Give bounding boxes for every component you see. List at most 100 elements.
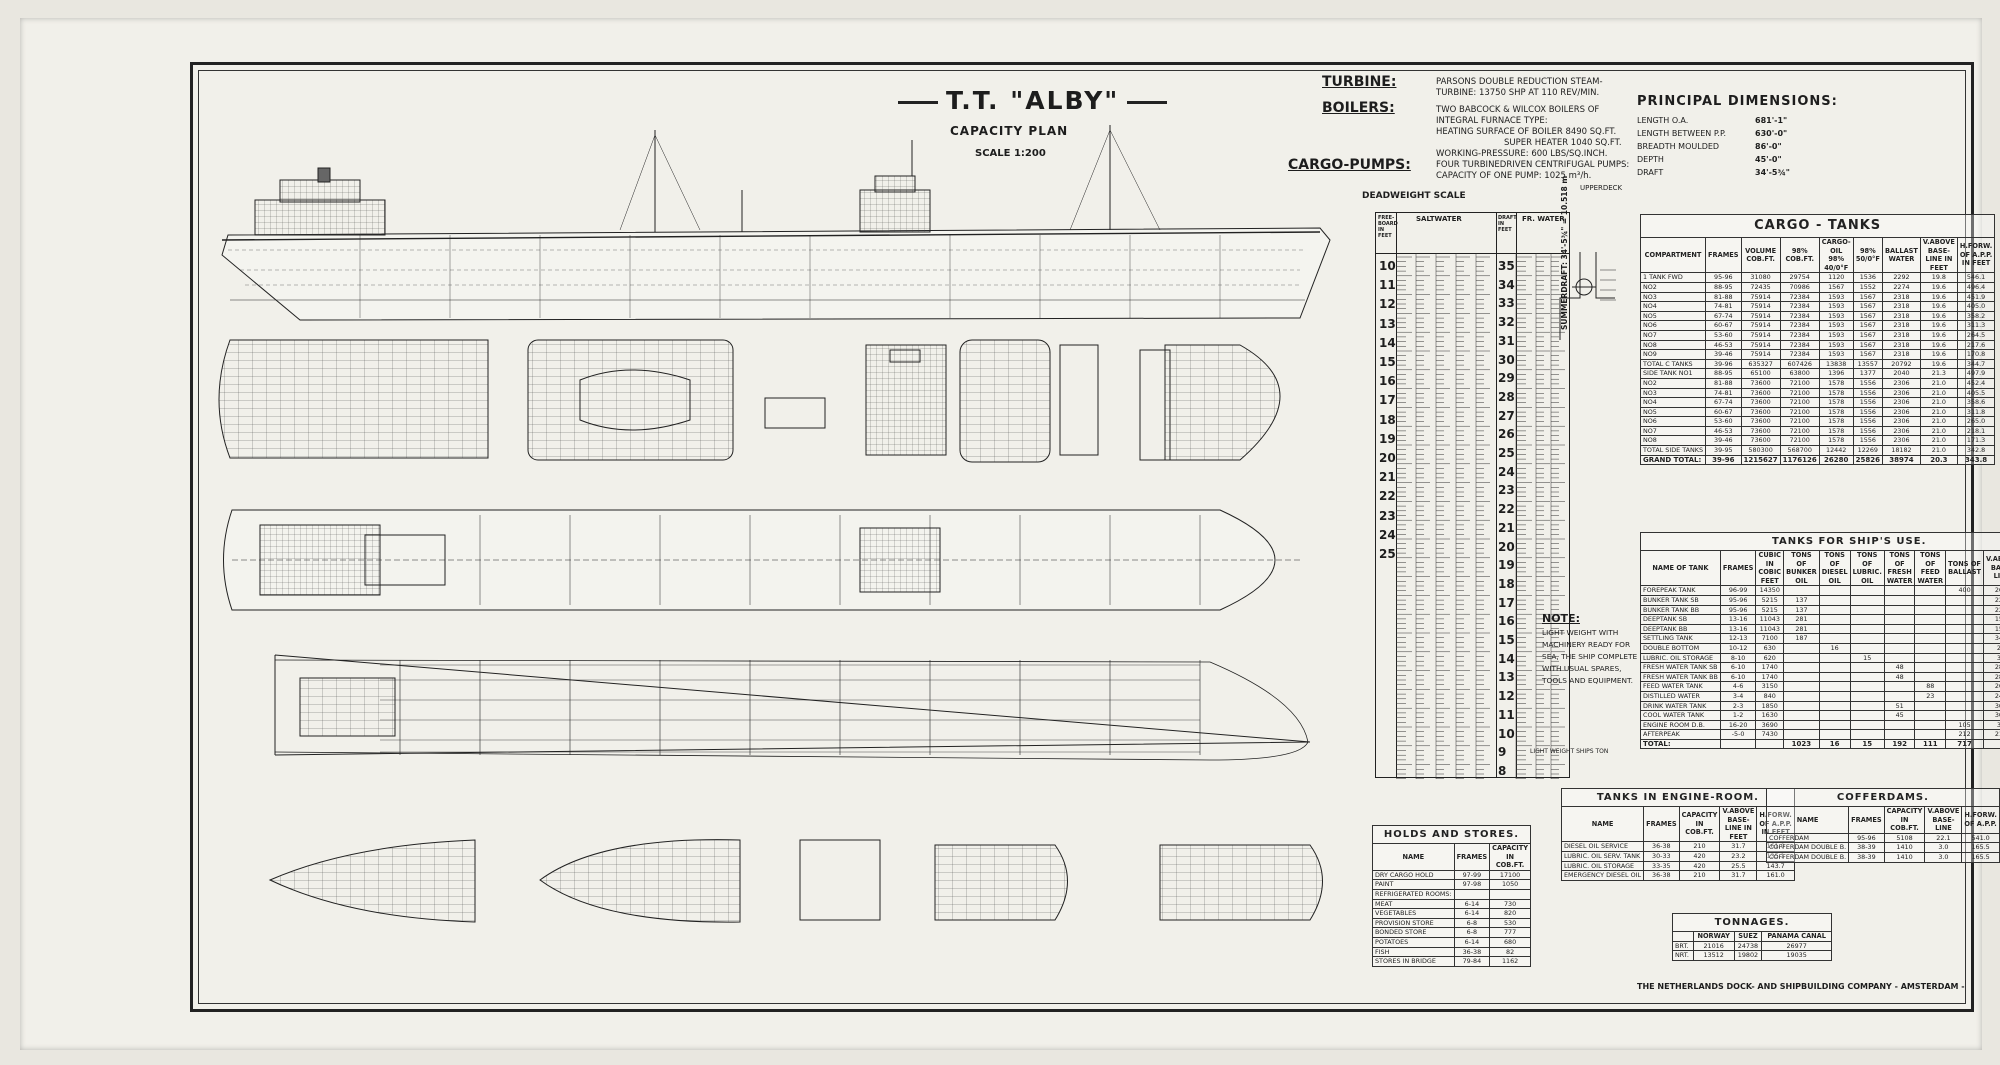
table-cell: 15.1 xyxy=(1982,623,2000,635)
table-cell: 2318 xyxy=(1882,291,1921,303)
table-cell: DOUBLE BOTTOM xyxy=(1640,642,1721,654)
table-cell: 3690 xyxy=(1755,719,1785,731)
table-cell xyxy=(1945,594,1984,606)
table-cell: 23.2 xyxy=(1719,850,1758,862)
table-cell: EMERGENCY DIESEL OIL xyxy=(1560,870,1645,881)
table-cell: 79-84 xyxy=(1453,956,1491,967)
table-cell: 19.6 xyxy=(1919,358,1958,370)
table-cell xyxy=(1982,738,2000,750)
ships-use-row: AFTERPEAK-5-0743021221.8-6.8 xyxy=(1640,729,2000,740)
table-cell: 21.0 xyxy=(1919,435,1958,447)
table-cell: 72384 xyxy=(1779,301,1820,312)
note-line: LIGHT WEIGHT WITH xyxy=(1542,628,1619,637)
table-cell: 72100 xyxy=(1779,435,1820,447)
table-cell xyxy=(1849,594,1885,606)
table-cell: 12269 xyxy=(1852,445,1884,456)
table-cell: 1 TANK FWD xyxy=(1639,272,1707,283)
table-cell: 187 xyxy=(1783,633,1820,644)
turbine-label: TURBINE: xyxy=(1322,74,1397,90)
draft-number: 31 xyxy=(1498,333,1515,348)
boilers-line: INTEGRAL FURNACE TYPE: xyxy=(1436,116,1548,126)
table-cell: 72384 xyxy=(1779,349,1820,360)
table-cell: 24738 xyxy=(1733,940,1763,952)
table-cell: 2318 xyxy=(1882,349,1921,360)
forecastle-deck-plan xyxy=(1164,344,1281,461)
table-cell: 36-38 xyxy=(1643,870,1680,881)
freeboard-number: 12 xyxy=(1379,297,1396,312)
dimension-value: 45'-0" xyxy=(1755,155,1782,164)
tank-plan-outline xyxy=(274,654,1311,756)
table-cell: TOTAL: xyxy=(1640,738,1721,750)
table-cell: 31.7 xyxy=(1719,870,1758,881)
table-cell: 1396 xyxy=(1818,368,1854,379)
table-cell: 1578 xyxy=(1818,416,1854,427)
draft-number: 30 xyxy=(1498,352,1515,367)
boilers-spec: TWO BABCOCK & WILCOX BOILERS OF INTEGRAL… xyxy=(1436,105,1622,160)
table-cell: 39-46 xyxy=(1705,435,1742,447)
cargo-pumps-label: CARGO-PUMPS: xyxy=(1288,157,1411,173)
table-cell xyxy=(1849,719,1885,731)
table-cell: 19802 xyxy=(1733,950,1763,961)
table-cell: 97-99 xyxy=(1453,869,1491,881)
table-cell: 358.6 xyxy=(1956,397,1996,408)
table-cell: 6-8 xyxy=(1453,927,1491,938)
table-cell: 451.9 xyxy=(1956,291,1996,303)
table-cell: 63800 xyxy=(1779,368,1820,379)
table-cell: 95-96 xyxy=(1848,832,1885,844)
table-cell: STORES IN BRIDGE xyxy=(1372,956,1455,967)
table-cell: 265.0 xyxy=(1956,416,1996,427)
table-cell: 31.7 xyxy=(1719,841,1758,852)
table-cell: LUBRIC. OIL STORAGE xyxy=(1640,652,1721,664)
table-cell: 281 xyxy=(1783,623,1820,635)
table-cell: 161.0 xyxy=(1756,870,1795,881)
column-header: TONS OF FRESH WATER xyxy=(1883,549,1916,587)
table-cell: MEAT xyxy=(1372,898,1455,910)
engine-room-title: TANKS IN ENGINE-ROOM. xyxy=(1561,788,1795,807)
column-header: V.ABOVE BASE-LINE IN FEET xyxy=(1919,236,1958,274)
table-cell: 15 xyxy=(1849,738,1885,750)
table-cell: 72100 xyxy=(1779,397,1820,408)
table-cell: BONDED STORE xyxy=(1372,927,1455,938)
table-cell: 635327 xyxy=(1740,358,1781,370)
table-cell: 1-2 xyxy=(1719,710,1757,721)
table-cell: 72384 xyxy=(1779,310,1820,322)
table-cell: DRY CARGO HOLD xyxy=(1372,869,1455,881)
table-cell: 212 xyxy=(1945,729,1984,740)
table-cell: 1740 xyxy=(1755,671,1785,683)
table-cell: 1593 xyxy=(1818,320,1854,331)
note-line: MACHINERY READY FOR xyxy=(1542,640,1631,649)
table-cell: 19.6 xyxy=(1919,301,1958,312)
table-cell xyxy=(1849,729,1885,740)
freeboard-number: 20 xyxy=(1379,451,1396,465)
table-cell: 2306 xyxy=(1882,416,1921,427)
table-cell: 26280 xyxy=(1818,454,1854,466)
boilers-label: BOILERS: xyxy=(1322,100,1395,116)
table-cell: VEGETABLES xyxy=(1372,908,1455,919)
table-cell: 5215 xyxy=(1755,604,1785,616)
table-cell: 48 xyxy=(1883,662,1916,673)
table-cell: COOL WATER TANK xyxy=(1640,710,1721,721)
boilers-line: TWO BABCOCK & WILCOX BOILERS OF xyxy=(1436,105,1600,115)
principal-dimensions-title: PRINCIPAL DIMENSIONS: xyxy=(1637,94,1838,109)
table-cell: 496.4 xyxy=(1956,281,1996,293)
table-cell: 22.5 xyxy=(1982,604,2000,616)
table-cell: 25.5 xyxy=(1719,860,1758,872)
main-deck-line xyxy=(221,231,1321,241)
table-cell xyxy=(1453,888,1491,900)
note-text: LIGHT WEIGHT WITH MACHINERY READY FOR SE… xyxy=(1542,627,1637,687)
table-cell: 72384 xyxy=(1779,320,1820,331)
draft-number: 18 xyxy=(1498,576,1515,591)
freeboard-number: 15 xyxy=(1379,355,1396,369)
table-cell xyxy=(1818,690,1851,702)
dimension-value: 34'-5¾" xyxy=(1755,168,1790,177)
table-cell: NO9 xyxy=(1639,349,1707,360)
table-cell: 25826 xyxy=(1852,454,1884,466)
